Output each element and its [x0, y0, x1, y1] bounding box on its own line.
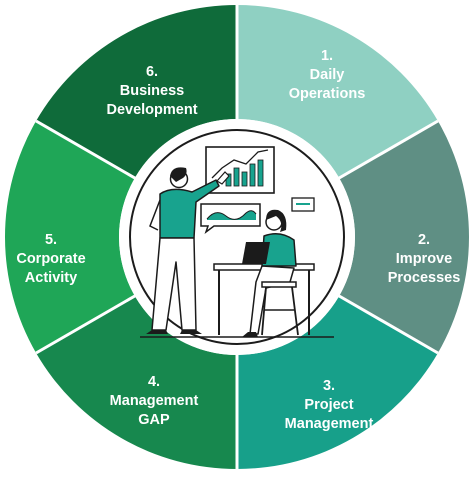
segment-title-line1: Improve — [396, 251, 452, 267]
segment-business-development — [36, 5, 237, 178]
segment-project-management — [237, 296, 438, 469]
segment-title-line2: Operations — [289, 86, 366, 102]
presenter-figure-icon — [146, 167, 230, 334]
seated-worker-figure-icon — [242, 209, 299, 337]
segment-title-line1: Business — [120, 83, 184, 99]
center-ring — [129, 129, 345, 345]
segment-management-gap — [36, 296, 237, 469]
office-illustration — [140, 146, 334, 338]
segment-title-line2: Management — [285, 416, 374, 432]
segment-number: 3. — [323, 378, 335, 394]
segment-daily-operations — [237, 5, 438, 178]
segment-number: 6. — [146, 64, 158, 80]
segment-number: 4. — [148, 374, 160, 390]
segment-title-line2: GAP — [138, 412, 170, 428]
segment-number: 5. — [45, 232, 57, 248]
segment-title-line1: Management — [110, 393, 199, 409]
segment-title-line2: Development — [106, 102, 197, 118]
wave-chart-bubble-icon — [200, 203, 261, 235]
segment-title-line1: Daily — [310, 67, 345, 83]
segment-title-line2: Processes — [388, 270, 461, 286]
segment-ring — [4, 5, 469, 469]
segment-improve-processes — [339, 121, 469, 353]
segment-title-line1: Project — [304, 397, 353, 413]
segment-number: 2. — [418, 232, 430, 248]
segment-corporate-activity — [4, 121, 135, 353]
segment-number: 1. — [321, 48, 333, 64]
segment-title-line1: Corporate — [16, 251, 85, 267]
message-bubble-icon — [291, 197, 315, 212]
segment-dividers — [35, 5, 439, 469]
segment-title-line2: Activity — [25, 270, 77, 286]
